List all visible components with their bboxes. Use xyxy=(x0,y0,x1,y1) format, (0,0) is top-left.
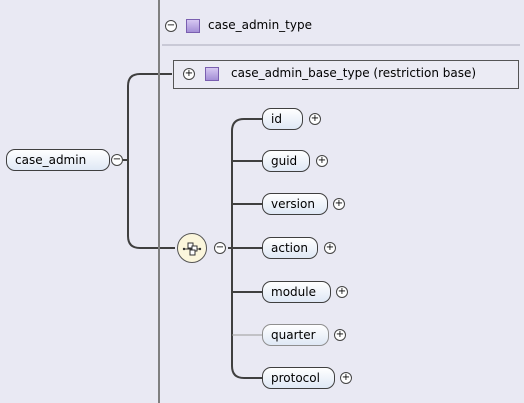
child-element-quarter[interactable]: quarter xyxy=(262,324,329,346)
expand-icon[interactable]: + xyxy=(309,113,321,125)
child-element-label: version xyxy=(271,197,315,211)
complex-type-icon xyxy=(205,67,219,81)
collapse-icon[interactable]: − xyxy=(111,154,123,166)
child-element-protocol[interactable]: protocol xyxy=(262,367,335,389)
expand-icon[interactable]: + xyxy=(340,372,352,384)
expand-icon[interactable]: + xyxy=(333,198,345,210)
type-boundary-line xyxy=(158,0,160,403)
expand-icon[interactable]: + xyxy=(336,286,348,298)
base-type-label: case_admin_base_type (restriction base) xyxy=(231,66,477,80)
sequence-compositor[interactable] xyxy=(177,233,207,263)
expand-icon[interactable]: + xyxy=(324,242,336,254)
child-element-label: action xyxy=(271,241,308,255)
child-element-label: guid xyxy=(271,154,298,168)
complex-type-name: case_admin_type xyxy=(208,18,312,32)
child-element-action[interactable]: action xyxy=(262,237,318,259)
child-element-label: id xyxy=(271,112,282,126)
base-type-box[interactable] xyxy=(173,60,519,89)
expand-icon[interactable]: + xyxy=(183,68,195,80)
child-element-version[interactable]: version xyxy=(262,193,328,215)
child-element-label: protocol xyxy=(271,371,320,385)
child-element-guid[interactable]: guid xyxy=(262,150,310,172)
root-element-name: case_admin xyxy=(15,153,87,167)
child-element-module[interactable]: module xyxy=(262,281,331,303)
child-element-label: quarter xyxy=(271,328,316,342)
sequence-icon xyxy=(182,242,202,256)
child-element-id[interactable]: id xyxy=(262,108,303,130)
complex-type-icon xyxy=(186,19,200,33)
root-element-node[interactable]: case_admin xyxy=(6,149,110,171)
expand-icon[interactable]: + xyxy=(334,329,346,341)
child-element-label: module xyxy=(271,285,316,299)
expand-icon[interactable]: + xyxy=(316,155,328,167)
collapse-icon[interactable]: − xyxy=(214,242,226,254)
collapse-icon[interactable]: − xyxy=(165,20,177,32)
